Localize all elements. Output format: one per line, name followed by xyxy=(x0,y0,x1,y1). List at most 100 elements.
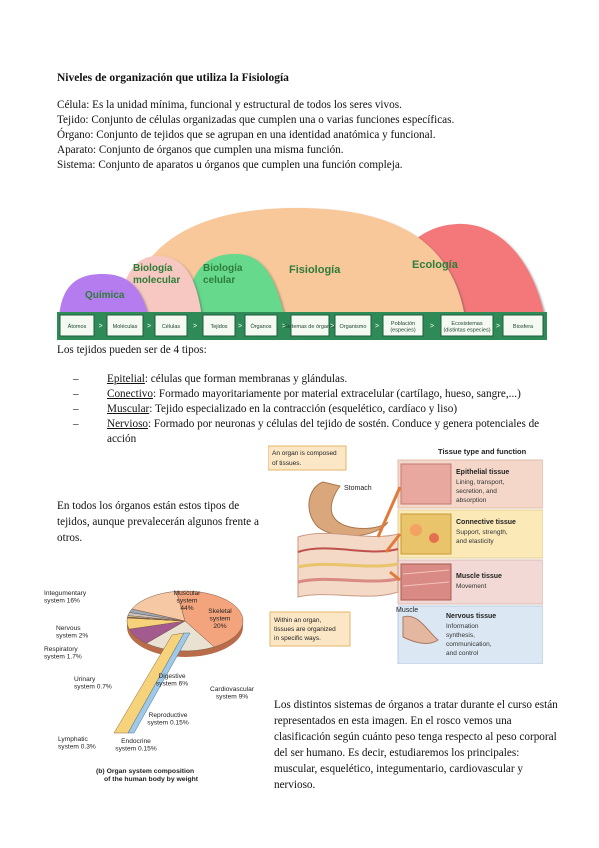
level-arrow: > xyxy=(238,323,242,330)
tissue-item-epitelial: –Epitelial: células que forman membranas… xyxy=(73,373,348,385)
definition-tejido: Tejido: Conjunto de células organizadas … xyxy=(57,114,455,126)
arch-label-ecologia: Ecología xyxy=(412,259,459,271)
tissue-name: Nervioso xyxy=(107,418,149,430)
organs-paragraph: En todos los órganos están estos tipos d… xyxy=(57,500,259,544)
muscle-label: Muscle xyxy=(396,607,418,614)
epithelial-illustration xyxy=(400,463,452,505)
bottom-paragraph: Los distintos sistemas de órganos a trat… xyxy=(274,699,558,791)
level-box-label: Células xyxy=(162,324,181,330)
tissue-desc-nervous-4: and control xyxy=(446,650,479,657)
arch-label-fisiologia: Fisiología xyxy=(289,264,341,276)
pie-caption-2: of the human body by weight xyxy=(104,776,199,783)
levels-diagram: Química Biología molecular Biología celu… xyxy=(57,208,547,340)
tissue-name-nervous: Nervous tissue xyxy=(446,613,496,620)
level-box xyxy=(106,314,144,337)
stomach-label: Stomach xyxy=(344,485,372,492)
tissue-row-muscle: Muscle tissue Movement xyxy=(397,559,543,605)
pie-extruded-wedge-endocrine xyxy=(127,632,191,734)
level-box xyxy=(154,314,188,337)
arrow-epithelial xyxy=(376,486,402,538)
level-box xyxy=(290,314,330,337)
definition-sistema: Sistema: Conjunto de aparatos u órganos … xyxy=(57,159,403,171)
tissues-list: –Epitelial: células que forman membranas… xyxy=(73,372,565,447)
definition-celula: Célula: Es la unidad mínima, funcional y… xyxy=(57,99,402,111)
arch-celular xyxy=(185,253,285,318)
level-arrow: > xyxy=(430,323,434,330)
callout-bottom-box xyxy=(269,611,351,647)
callout-top-line1: An organ is composed xyxy=(272,450,337,457)
level-box-label: Ecosistemas xyxy=(451,321,482,327)
arch-label-molecular-2: molecular xyxy=(133,275,180,286)
tissue-desc-connective-2: and elasticity xyxy=(456,538,494,545)
stomach-illustration xyxy=(308,481,389,537)
callout-bottom-line1: Within an organ, xyxy=(274,617,322,624)
level-arrow: > xyxy=(330,323,334,330)
arrow-muscle xyxy=(389,570,401,582)
callout-bottom-line2: tissues are organized xyxy=(274,626,336,633)
connective-illustration xyxy=(400,513,452,555)
level-box xyxy=(502,314,544,337)
level-arrow: > xyxy=(98,323,102,330)
tissue-desc: : Formado mayoritariamente por material … xyxy=(153,388,521,400)
level-box xyxy=(244,314,278,337)
tissue-desc: : Tejido especializado en la contracción… xyxy=(149,403,458,415)
level-box-label: Biosfera xyxy=(513,324,534,330)
callout-bottom-line3: in specific ways. xyxy=(274,635,321,642)
tissue-item-conectivo: –Conectivo: Formado mayoritariamente por… xyxy=(73,388,521,400)
tissue-desc-epithelial-1: Lining, transport, xyxy=(456,479,505,486)
level-arrow: > xyxy=(193,323,197,330)
tissues-intro: Los tejidos pueden ser de 4 tipos: xyxy=(57,344,207,356)
tissue-row-epithelial: Epithelial tissue Lining, transport, sec… xyxy=(397,459,543,509)
tissue-desc-nervous-2: synthesis, xyxy=(446,632,475,639)
tissue-panel-title: Tissue type and function xyxy=(438,447,527,456)
level-box-label: Sistemas de órganos xyxy=(284,324,336,330)
tissue-desc-epithelial-3: absorption xyxy=(456,497,487,504)
nerve-illustration xyxy=(402,615,439,644)
tissue-name-epithelial: Epithelial tissue xyxy=(456,469,509,476)
arch-label-celular-2: celular xyxy=(203,275,235,286)
level-box-label: Átomos xyxy=(68,323,87,330)
tissue-row-connective: Connective tissue Support, strength, and… xyxy=(397,509,543,559)
tissue-desc-muscle: Movement xyxy=(456,583,487,590)
callout-top-box xyxy=(268,445,347,471)
level-box xyxy=(382,314,424,337)
level-box-label: (distintas especies) xyxy=(443,327,490,333)
definition-organo: Órgano: Conjunto de tejidos que se agrup… xyxy=(57,129,436,141)
tissue-name-connective: Connective tissue xyxy=(456,519,516,526)
tissue-name-muscle: Muscle tissue xyxy=(456,573,502,580)
tissue-desc-epithelial-2: secretion, and xyxy=(456,488,497,495)
level-box-label: Órganos xyxy=(250,323,271,330)
muscle-illustration xyxy=(400,563,452,601)
level-arrow: > xyxy=(375,323,379,330)
level-arrow: > xyxy=(282,323,286,330)
arch-label-celular-1: Biología xyxy=(203,263,243,274)
level-box-label: Moléculas xyxy=(113,324,138,330)
level-arrow: > xyxy=(496,323,500,330)
tissue-item-nervioso: –Nervioso: Formado por neuronas y célula… xyxy=(73,418,540,445)
tissue-desc-connective-1: Support, strength, xyxy=(456,529,508,536)
tissue-desc: : Formado por neuronas y células del tej… xyxy=(107,418,540,445)
pie-caption-1: (b) Organ system composition xyxy=(96,768,194,775)
tissue-name: Epitelial xyxy=(107,373,145,385)
level-box xyxy=(440,314,494,337)
level-box xyxy=(202,314,236,337)
level-box xyxy=(59,314,95,337)
arch-label-molecular-1: Biología xyxy=(133,263,173,274)
tissue-name: Muscular xyxy=(107,403,150,415)
definitions-list: Célula: Es la unidad mínima, funcional y… xyxy=(57,98,454,173)
pie-slice xyxy=(176,590,244,648)
tissue-desc-nervous-3: communication, xyxy=(446,641,492,648)
level-arrow: > xyxy=(147,323,151,330)
